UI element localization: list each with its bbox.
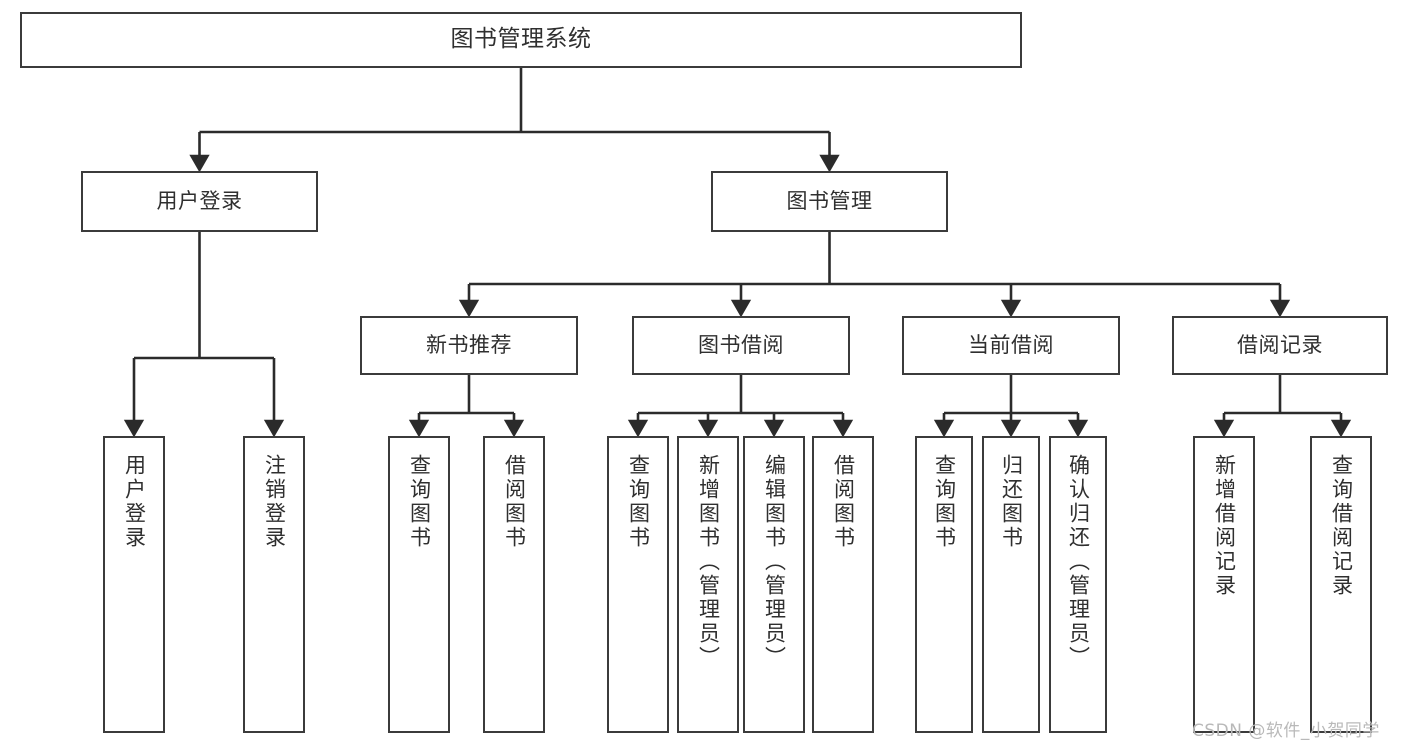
node-label: 新增借阅记录 bbox=[1212, 454, 1237, 598]
node-leaf-nr-borrow[interactable]: 借阅图书 bbox=[483, 436, 545, 733]
node-label: 查询图书 bbox=[626, 454, 651, 550]
node-leaf-cb-query[interactable]: 查询图书 bbox=[915, 436, 973, 733]
node-leaf-cb-confirm[interactable]: 确认归还（管理员） bbox=[1049, 436, 1107, 733]
node-label: 查询图书 bbox=[932, 454, 957, 550]
node-leaf-user-login[interactable]: 用户登录 bbox=[103, 436, 165, 733]
node-label: 新增图书（管理员） bbox=[696, 454, 721, 670]
csdn-watermark: CSDN @软件_小贺同学 bbox=[1192, 721, 1380, 741]
node-label: 图书管理 bbox=[786, 189, 873, 214]
node-leaf-bl-add[interactable]: 新增借阅记录 bbox=[1193, 436, 1255, 733]
node-leaf-nr-query[interactable]: 查询图书 bbox=[388, 436, 450, 733]
node-borrow-log[interactable]: 借阅记录 bbox=[1172, 316, 1388, 375]
node-label: 查询借阅记录 bbox=[1329, 454, 1354, 598]
node-label: 编辑图书（管理员） bbox=[762, 454, 787, 670]
node-label: 借阅图书 bbox=[502, 454, 527, 550]
node-label: 注销登录 bbox=[262, 454, 287, 550]
node-leaf-bb-query[interactable]: 查询图书 bbox=[607, 436, 669, 733]
node-leaf-bl-query[interactable]: 查询借阅记录 bbox=[1310, 436, 1372, 733]
node-leaf-bb-add[interactable]: 新增图书（管理员） bbox=[677, 436, 739, 733]
node-book-borrow[interactable]: 图书借阅 bbox=[632, 316, 850, 375]
node-leaf-cb-return[interactable]: 归还图书 bbox=[982, 436, 1040, 733]
node-label: 归还图书 bbox=[999, 454, 1024, 550]
node-book-mgmt[interactable]: 图书管理 bbox=[711, 171, 948, 232]
node-label: 用户登录 bbox=[122, 454, 147, 550]
node-label: 借阅记录 bbox=[1237, 333, 1323, 358]
node-label: 新书推荐 bbox=[426, 333, 512, 358]
node-label: 查询图书 bbox=[407, 454, 432, 550]
node-user-login[interactable]: 用户登录 bbox=[81, 171, 318, 232]
node-label: 用户登录 bbox=[156, 189, 243, 214]
node-label: 当前借阅 bbox=[968, 333, 1054, 358]
node-new-rec[interactable]: 新书推荐 bbox=[360, 316, 578, 375]
node-leaf-bb-borrow[interactable]: 借阅图书 bbox=[812, 436, 874, 733]
node-leaf-bb-edit[interactable]: 编辑图书（管理员） bbox=[743, 436, 805, 733]
node-leaf-user-logout[interactable]: 注销登录 bbox=[243, 436, 305, 733]
node-cur-borrow[interactable]: 当前借阅 bbox=[902, 316, 1120, 375]
node-label: 确认归还（管理员） bbox=[1066, 454, 1091, 670]
node-label: 图书借阅 bbox=[698, 333, 784, 358]
node-root[interactable]: 图书管理系统 bbox=[20, 12, 1022, 68]
node-label: 借阅图书 bbox=[831, 454, 856, 550]
node-label: 图书管理系统 bbox=[450, 26, 592, 53]
